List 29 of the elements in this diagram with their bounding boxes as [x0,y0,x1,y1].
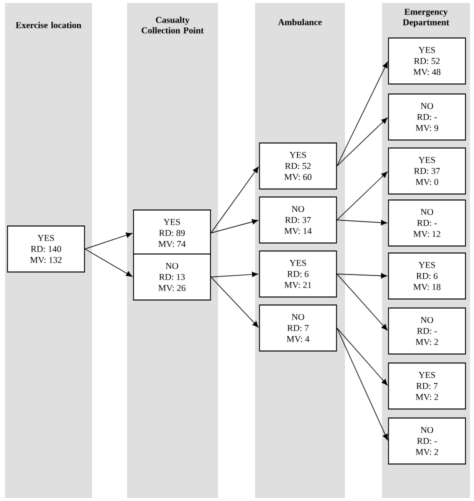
outcome-box: YES RD: 7 MV: 2 [388,362,466,410]
arrow [336,274,388,330]
outcome-box: YES RD: 140 MV: 132 [7,226,85,272]
arrow [336,273,388,278]
outcome-box: NO RD: - MV: 2 [388,308,466,354]
arrow [336,328,388,386]
arrow [210,166,259,234]
outcome-box: NO RD: 7 MV: 4 [259,304,337,352]
outcome-box: NO RD: - MV: 12 [388,200,466,246]
arrow [336,172,388,220]
arrow [336,328,388,440]
outcome-box: YES RD: 52 MV: 60 [259,142,337,190]
outcome-box: NO RD: 37 MV: 14 [259,196,337,244]
outcome-box: YES RD: 6 MV: 21 [259,250,337,298]
outcome-box: YES RD: 6 MV: 18 [388,252,466,300]
arrow [210,219,258,234]
outcome-box: YES RD: 37 MV: 0 [388,148,466,194]
outcome-box: NO RD: - MV: 2 [388,418,466,464]
outcome-box: YES RD: 52 MV: 48 [388,38,466,84]
arrow [336,118,388,166]
arrow [336,62,388,166]
arrow [84,232,132,250]
arrow [336,220,388,226]
outcome-box: NO RD: - MV: 9 [388,94,466,140]
outcome-box: NO RD: 13 MV: 26 [133,254,211,300]
arrow [84,248,132,277]
outcome-box: YES RD: 89 MV: 74 [133,210,211,256]
arrow [210,272,258,278]
arrow [210,276,259,328]
